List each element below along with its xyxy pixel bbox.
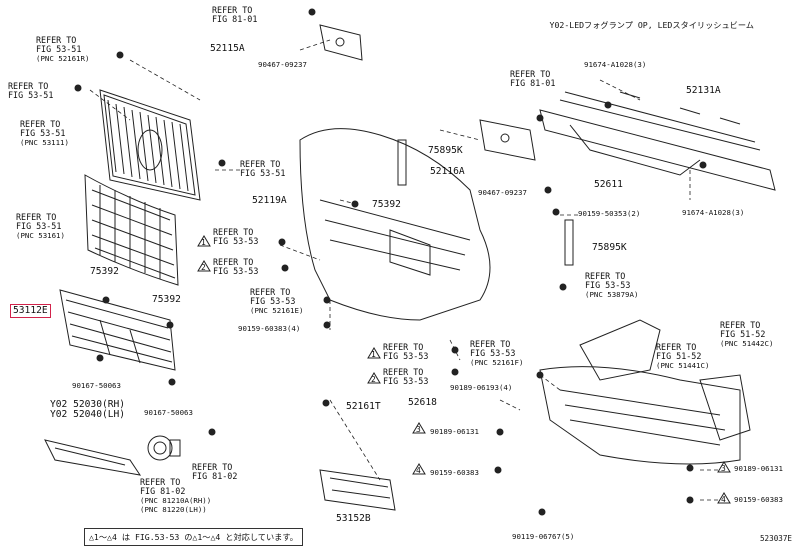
triangle-legend-note: △1～△4 は FIG.53-53 の△1～△4 と対応しています。	[84, 528, 303, 546]
ref-fig-51-52-a[interactable]: REFER TO FIG 51-52 (PNC 51441C)	[656, 342, 710, 371]
ref-fig-53-53-a[interactable]: REFER TO FIG 53-53	[213, 227, 259, 246]
part-52030-rh[interactable]: Y02 52030(RH)	[50, 399, 126, 410]
engine-under-cover-drawing	[539, 319, 751, 465]
ref-fig-51-52-b[interactable]: REFER TO FIG 51-52 (PNC 51442C)	[720, 320, 774, 349]
ref-fig-81-01-top[interactable]: REFER TO FIG 81-01	[212, 5, 258, 24]
bracket-52116A-drawing	[479, 119, 536, 161]
part-90159-50353[interactable]: 90159-50353(2)	[578, 209, 641, 218]
ref-fig-53-51-d[interactable]: REFER TO FIG 53-51	[240, 159, 286, 178]
part-52116A[interactable]: 52116A	[430, 166, 465, 177]
triangle-mark-1b: 1	[371, 350, 376, 359]
part-75392-right[interactable]: 75392	[152, 294, 181, 305]
part-75392-left[interactable]: 75392	[90, 266, 119, 277]
reflector-strip-bottom	[564, 219, 574, 266]
part-52131A[interactable]: 52131A	[686, 85, 721, 96]
part-91674-bottom[interactable]: 91674-A1028(3)	[682, 208, 745, 217]
bracket-52115A-drawing	[319, 24, 363, 61]
part-90159-60383-right[interactable]: 90159-60383	[734, 495, 783, 504]
part-75895K-top[interactable]: 75895K	[428, 145, 463, 156]
part-53152B[interactable]: 53152B	[336, 513, 371, 524]
part-52618[interactable]: 52618	[408, 397, 437, 408]
triangle-mark-1: 1	[201, 238, 206, 247]
radiator-grille-upper-drawing	[99, 89, 201, 201]
grille-lower-drawing	[84, 174, 179, 286]
ref-fig-53-51-b[interactable]: REFER TO FIG 53-51	[8, 81, 54, 100]
bumper-cover-drawing	[299, 128, 491, 321]
part-90119-06767[interactable]: 90119-06767(5)	[512, 532, 575, 541]
triangle-mark-2b: 2	[371, 375, 376, 384]
ref-fig-53-53-e[interactable]: REFER TO FIG 53-53	[383, 342, 429, 361]
part-90167-50063-a[interactable]: 90167-50063	[72, 381, 121, 390]
part-53112E-highlighted[interactable]: 53112E	[10, 304, 51, 318]
part-90189-06193[interactable]: 90189-06193(4)	[450, 383, 513, 392]
ref-fig-53-53-d[interactable]: REFER TO FIG 53-53 (PNC 53879A)	[585, 271, 639, 300]
ref-fig-53-53-c[interactable]: REFER TO FIG 53-53 (PNC 52161E)	[250, 287, 304, 316]
ref-fig-81-02-b[interactable]: REFER TO FIG 81-02	[192, 462, 238, 481]
part-75895K-bottom[interactable]: 75895K	[592, 242, 627, 253]
part-90159-60383-left[interactable]: 90159-60383(4)	[238, 324, 301, 333]
reflector-strip-top	[397, 139, 407, 186]
ref-fig-53-51-e[interactable]: REFER TO FIG 53-51 (PNC 53161)	[16, 212, 65, 241]
variant-note: Y02-LEDフォグランプ OP, LEDスタイリッシュビーム	[549, 20, 754, 30]
reinforcement-beam-drawing	[539, 91, 776, 191]
triangle-mark-2: 2	[201, 263, 206, 272]
triangle-mark-3b: 3	[721, 464, 726, 473]
fog-lamp-drawing	[147, 435, 181, 461]
part-52119A[interactable]: 52119A	[252, 195, 287, 206]
triangle-mark-4b: 4	[721, 495, 726, 504]
part-75392-mid[interactable]: 75392	[372, 199, 401, 210]
ref-fig-81-01-mid[interactable]: REFER TO FIG 81-01	[510, 69, 556, 88]
figure-code: 523037E	[759, 534, 792, 543]
ref-fig-81-02-a[interactable]: REFER TO FIG 81-02 (PNC 81210A(RH)) (PNC…	[140, 477, 212, 515]
part-52115A[interactable]: 52115A	[210, 43, 245, 54]
bumper-grille-drawing	[59, 289, 176, 371]
ref-fig-53-51-a[interactable]: REFER TO FIG 53-51 (PNC 52161R)	[36, 35, 90, 64]
ref-fig-53-51-c[interactable]: REFER TO FIG 53-51 (PNC 53111)	[20, 119, 69, 148]
triangle-mark-4: 4	[416, 466, 421, 475]
part-52611[interactable]: 52611	[594, 179, 623, 190]
part-90189-06131-mid[interactable]: 90189-06131	[430, 427, 479, 436]
part-90189-06131-right[interactable]: 90189-06131	[734, 464, 783, 473]
triangle-mark-3: 3	[416, 425, 421, 434]
part-90159-60383-mid[interactable]: 90159-60383	[430, 468, 479, 477]
fog-lamp-bezel-drawing	[44, 439, 142, 476]
ref-fig-53-53-b[interactable]: REFER TO FIG 53-53	[213, 257, 259, 276]
part-90467-mid[interactable]: 90467-09237	[478, 188, 527, 197]
ref-fig-53-53-f[interactable]: REFER TO FIG 53-53 (PNC 52161F)	[470, 339, 524, 368]
part-52161T[interactable]: 52161T	[346, 401, 381, 412]
part-90467-top[interactable]: 90467-09237	[258, 60, 307, 69]
lower-spoiler-drawing	[319, 469, 396, 511]
part-90167-50063-b[interactable]: 90167-50063	[144, 408, 193, 417]
ref-fig-53-53-g[interactable]: REFER TO FIG 53-53	[383, 367, 429, 386]
part-91674-top[interactable]: 91674-A1028(3)	[584, 60, 647, 69]
part-52040-lh[interactable]: Y02 52040(LH)	[50, 409, 126, 420]
